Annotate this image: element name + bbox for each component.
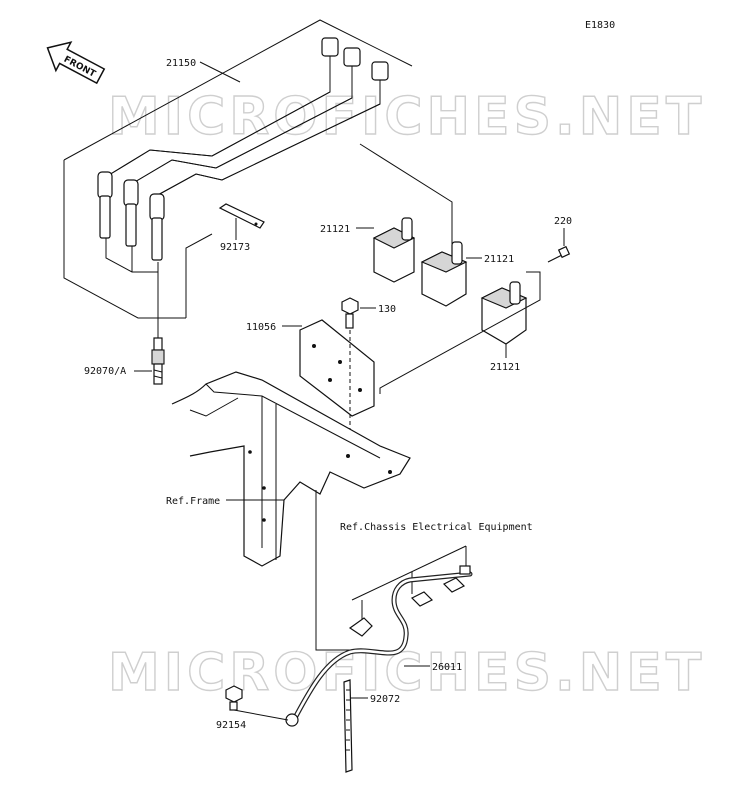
spark-plug-lead-set bbox=[97, 37, 389, 338]
label-92154: 92154 bbox=[216, 720, 246, 731]
watermark-bottom: MICROFICHES.NET bbox=[108, 643, 705, 703]
label-92173: 92173 bbox=[220, 242, 250, 253]
label-21121-left: 21121 bbox=[320, 224, 350, 235]
label-21121-low: 21121 bbox=[490, 362, 520, 373]
lead-set-bracket bbox=[63, 19, 453, 319]
label-26011: 26011 bbox=[432, 662, 462, 673]
spark-plug bbox=[151, 337, 165, 385]
front-arrow-icon: FRONT bbox=[46, 41, 106, 85]
figure-code: E1830 bbox=[585, 20, 615, 31]
bolt-220 bbox=[547, 245, 571, 263]
label-92070a: 92070/A bbox=[84, 366, 126, 377]
frame bbox=[171, 371, 411, 567]
label-220: 220 bbox=[554, 216, 572, 227]
label-21121-mid: 21121 bbox=[484, 254, 514, 265]
cable-band bbox=[343, 679, 353, 773]
label-21150: 21150 bbox=[166, 58, 196, 69]
ignition-coil-middle bbox=[420, 241, 468, 307]
ground-cable bbox=[285, 565, 473, 727]
label-92072: 92072 bbox=[370, 694, 400, 705]
bolt-130 bbox=[341, 297, 359, 329]
watermark-top: MICROFICHES.NET bbox=[108, 87, 705, 147]
label-ref-chassis: Ref.Chassis Electrical Equipment bbox=[340, 522, 533, 533]
strap bbox=[218, 203, 265, 229]
ignition-coil-left bbox=[372, 217, 416, 283]
ignition-coil-lower bbox=[480, 281, 528, 345]
coil-bracket bbox=[299, 319, 375, 417]
nut-92154 bbox=[225, 685, 243, 711]
label-ref-frame: Ref.Frame bbox=[166, 496, 220, 507]
label-11056: 11056 bbox=[246, 322, 276, 333]
label-130: 130 bbox=[378, 304, 396, 315]
